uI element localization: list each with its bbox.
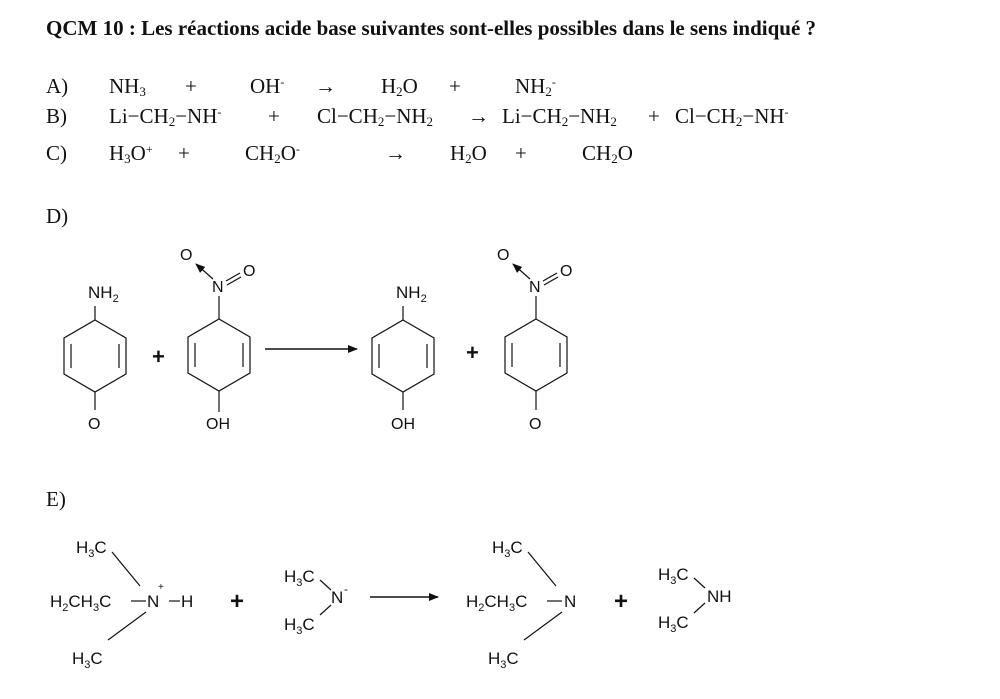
e-plus-2: + <box>614 588 628 615</box>
e-h3c-top-2: H3C <box>284 567 315 589</box>
e-h3c-bottom-2: H3C <box>284 615 315 637</box>
c-plus-2: + <box>515 141 527 165</box>
b-product-1: Li−CH2−NH2 <box>502 104 617 129</box>
d-n-label-2: N <box>212 279 224 296</box>
e-molecule-amine <box>523 551 563 641</box>
e-n-minus-2: N <box>331 588 343 607</box>
d-plus-2: + <box>466 340 479 365</box>
b-plus-1: + <box>268 104 280 128</box>
d-o-label-4c: O <box>529 416 541 433</box>
b-reactant-2: Cl−CH2−NH2 <box>317 104 434 129</box>
d-nh2-label-1: NH2 <box>88 283 119 305</box>
e-h3c-top-3: H3C <box>492 538 523 560</box>
a-arrow: → <box>315 74 336 98</box>
e-n-charge-2: - <box>344 582 348 596</box>
c-plus-1: + <box>178 141 190 165</box>
d-o-label-4b: O <box>497 247 509 264</box>
b-product-2: Cl−CH2−NH- <box>675 104 789 129</box>
d-molecule-aminophenolate <box>63 306 127 410</box>
label-d: D) <box>46 204 69 228</box>
d-nh2-label-3: NH2 <box>396 283 427 305</box>
a-reactant-2: OH- <box>250 74 285 98</box>
d-molecule-nitrophenolate <box>504 263 568 410</box>
label-a: A) <box>46 74 69 98</box>
d-n-label-4: N <box>529 279 541 296</box>
e-n-3: N <box>564 592 576 611</box>
c-reactant-1: H3O+ <box>109 141 153 166</box>
e-nh-4: NH <box>707 587 732 606</box>
label-e: E) <box>46 487 66 511</box>
d-o-label-1: O <box>88 416 100 433</box>
e-plus-1: + <box>230 588 244 615</box>
a-product-2: NH2- <box>515 74 556 99</box>
e-ethyl-chain-3: H2CH3C <box>466 592 527 614</box>
d-o-label-2b: O <box>180 247 192 264</box>
a-product-1: H2O <box>381 74 418 99</box>
b-reactant-1: Li−CH2−NH- <box>109 104 222 129</box>
e-n-plus-1: N <box>147 592 159 611</box>
d-oh-label-3: OH <box>391 416 415 433</box>
c-product-2: CH2O <box>582 141 633 166</box>
d-molecule-nitrophenol <box>187 263 251 412</box>
d-o-label-2a: O <box>243 263 255 280</box>
a-plus-1: + <box>185 74 197 98</box>
c-reactant-2: CH2O- <box>245 141 300 166</box>
d-molecule-aminophenol <box>371 306 435 410</box>
b-plus-2: + <box>648 104 660 128</box>
e-molecule-ammonium <box>107 551 180 641</box>
e-ethyl-chain-1: H2CH3C <box>50 592 111 614</box>
e-h3c-bottom-1: H3C <box>72 649 103 671</box>
question-title: QCM 10 : Les réactions acide base suivan… <box>46 16 817 40</box>
label-b: B) <box>46 104 67 128</box>
a-plus-2: + <box>449 74 461 98</box>
e-h3c-bottom-3: H3C <box>488 649 519 671</box>
e-n-charge-1: + <box>158 582 164 593</box>
e-molecule-dimethylamine <box>693 577 706 614</box>
b-arrow: → <box>468 104 489 128</box>
e-h3c-bottom-4: H3C <box>658 613 689 635</box>
d-o-label-4a: O <box>560 263 572 280</box>
a-reactant-1: NH3 <box>109 74 146 99</box>
label-c: C) <box>46 141 67 165</box>
d-oh-label-2: OH <box>206 416 230 433</box>
e-h3c-top-4: H3C <box>658 565 689 587</box>
e-molecule-dimethylamide <box>319 579 332 616</box>
e-h3c-top-1: H3C <box>76 538 107 560</box>
c-product-1: H2O <box>450 141 487 166</box>
e-h-1: H <box>181 592 193 611</box>
d-plus-1: + <box>152 344 165 369</box>
c-arrow: → <box>385 141 406 165</box>
